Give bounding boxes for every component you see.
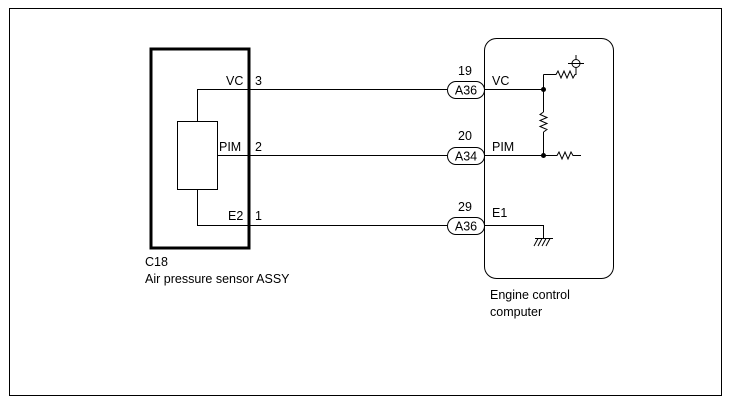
sensor-pin-pim-label: PIM xyxy=(219,140,241,154)
sensor-pin-vc-number: 3 xyxy=(255,74,262,88)
junction-dot-pim xyxy=(541,153,546,158)
sensor-internal-vc-line xyxy=(197,89,249,122)
connector-badge-pim: A34 xyxy=(447,147,485,165)
voltage-source-icon xyxy=(568,55,584,68)
resistor-icon xyxy=(538,111,549,133)
resistor-icon xyxy=(543,67,577,80)
ecu-name-line2: computer xyxy=(490,305,542,319)
sensor-element xyxy=(177,121,218,190)
sensor-name: Air pressure sensor ASSY xyxy=(145,272,290,286)
sensor-code: C18 xyxy=(145,255,168,269)
connector-badge-pim-text: A34 xyxy=(455,150,477,164)
connector-badge-vc: A36 xyxy=(447,81,485,99)
ecu-pin-20: 20 xyxy=(458,129,472,143)
sensor-internal-e2-line xyxy=(197,189,249,226)
ecu-name-line1: Engine control xyxy=(490,288,570,302)
connector-badge-e1-text: A36 xyxy=(455,220,477,234)
sensor-pin-vc-label: VC xyxy=(226,74,243,88)
ecu-signal-e1: E1 xyxy=(492,206,507,220)
ecu-signal-vc: VC xyxy=(492,74,509,88)
sensor-pin-e2-label: E2 xyxy=(228,209,243,223)
junction-dot-vc xyxy=(541,87,546,92)
ecu-signal-pim: PIM xyxy=(492,140,514,154)
connector-badge-e1: A36 xyxy=(447,217,485,235)
connector-badge-vc-text: A36 xyxy=(455,84,477,98)
diagram-frame xyxy=(9,8,722,396)
ecu-pin-29: 29 xyxy=(458,200,472,214)
resistor-icon xyxy=(543,150,581,161)
ecu-pin-19: 19 xyxy=(458,64,472,78)
sensor-box xyxy=(149,47,251,250)
sensor-pin-e2-number: 1 xyxy=(255,209,262,223)
sensor-pin-pim-number: 2 xyxy=(255,140,262,154)
ecu-internal-e1-line xyxy=(484,225,544,238)
ground-icon xyxy=(533,238,553,247)
